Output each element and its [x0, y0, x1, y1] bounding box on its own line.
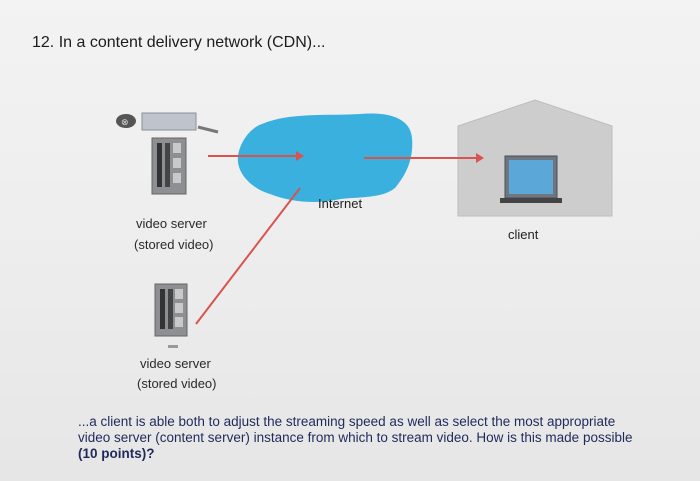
- arrow-internet-to-client: [364, 153, 484, 163]
- internet-cloud: [237, 113, 413, 202]
- prompt-suffix: ?: [146, 446, 155, 461]
- server2-label-line2: (stored video): [137, 376, 217, 391]
- question-title: 12. In a content delivery network (CDN).…: [32, 34, 326, 51]
- link-server2-to-internet: [195, 187, 301, 325]
- question-prompt: ...a client is able both to adjust the s…: [78, 414, 638, 462]
- internet-label: Internet: [318, 196, 363, 211]
- camera-icon: ⊗: [116, 112, 219, 134]
- server1-label-line1: video server: [136, 216, 207, 231]
- client-label: client: [508, 227, 539, 242]
- server-icon: [154, 283, 188, 348]
- laptop-icon: [500, 155, 562, 203]
- prompt-points: (10 points): [78, 446, 147, 461]
- server2-label-line1: video server: [140, 356, 211, 371]
- server1-label-line2: (stored video): [134, 237, 214, 252]
- prompt-text: ...a client is able both to adjust the s…: [78, 414, 633, 445]
- server-icon: [151, 137, 187, 195]
- arrow-server-to-internet: [208, 151, 304, 161]
- svg-text:⊗: ⊗: [121, 118, 129, 128]
